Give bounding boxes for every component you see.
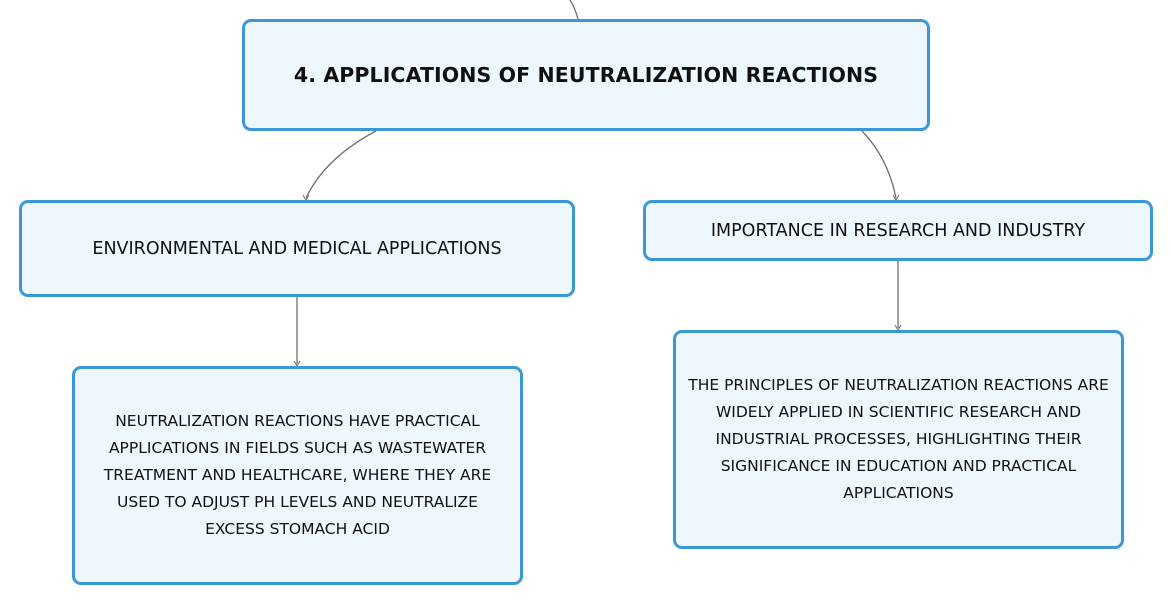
connector-main-to-importance: [861, 130, 897, 199]
research-industry-label: IMPORTANCE IN RESEARCH AND INDUSTRY: [710, 220, 1086, 241]
main-topic-title: 4. APPLICATIONS OF NEUTRALIZATION REACTI…: [293, 63, 879, 87]
research-industry-detail-node[interactable]: THE PRINCIPLES OF NEUTRALIZATION REACTIO…: [673, 330, 1124, 549]
research-industry-node[interactable]: IMPORTANCE IN RESEARCH AND INDUSTRY: [643, 200, 1153, 261]
environmental-medical-detail-text: NEUTRALIZATION REACTIONS HAVE PRACTICAL …: [103, 412, 492, 538]
main-topic-node[interactable]: 4. APPLICATIONS OF NEUTRALIZATION REACTI…: [242, 19, 930, 131]
research-industry-detail-text: THE PRINCIPLES OF NEUTRALIZATION REACTIO…: [688, 376, 1109, 502]
environmental-medical-detail-node[interactable]: NEUTRALIZATION REACTIONS HAVE PRACTICAL …: [72, 366, 523, 585]
connector-parent-to-main: [569, 0, 579, 20]
connector-main-to-environmental: [305, 130, 377, 199]
environmental-medical-node[interactable]: ENVIRONMENTAL AND MEDICAL APPLICATIONS: [19, 200, 575, 297]
environmental-medical-label: ENVIRONMENTAL AND MEDICAL APPLICATIONS: [92, 238, 502, 259]
